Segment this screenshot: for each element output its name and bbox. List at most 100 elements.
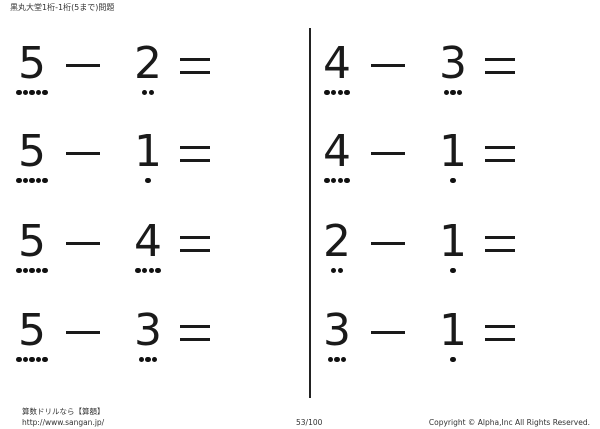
counting-dot (324, 90, 330, 96)
minus-bar (371, 64, 405, 67)
counting-dots (429, 357, 477, 363)
counting-dot (327, 357, 334, 363)
digit: 1 (134, 126, 162, 177)
number-with-dots: 1 (429, 126, 477, 188)
counting-dot (16, 90, 22, 96)
minus-bar (371, 242, 405, 245)
equals-sign (485, 218, 517, 278)
digit: 2 (323, 216, 351, 267)
counting-dots (429, 268, 477, 274)
minus-sign (371, 307, 407, 367)
equals-bar-bottom (180, 159, 210, 162)
counting-dot (151, 357, 158, 363)
minus-bar (66, 152, 100, 155)
number-with-dots: 5 (8, 306, 56, 367)
counting-dot (145, 357, 151, 363)
digit: 3 (439, 38, 467, 89)
column-divider (309, 28, 311, 398)
counting-dot (35, 178, 42, 184)
counting-dot (35, 357, 42, 363)
minus-bar (66, 331, 100, 334)
counting-dot (42, 90, 48, 96)
digit: 5 (18, 216, 46, 267)
counting-dot (344, 178, 350, 184)
counting-dot (142, 90, 148, 96)
counting-dot (16, 268, 22, 274)
counting-dot (29, 357, 35, 363)
number-with-dots: 4 (124, 217, 172, 278)
counting-dots (124, 268, 172, 274)
minus-sign (66, 307, 102, 367)
counting-dot (138, 357, 145, 363)
equals-bar-top (485, 146, 515, 149)
equals-bar-top (485, 325, 515, 328)
number-with-dots: 1 (124, 126, 172, 188)
counting-dots (8, 178, 56, 184)
minus-bar (371, 152, 405, 155)
equals-sign (485, 40, 517, 100)
counting-dot (450, 268, 456, 274)
footer-url-link[interactable]: http://www.sangan.jp/ (22, 418, 105, 427)
number-with-dots: 5 (8, 126, 56, 188)
counting-dot (331, 268, 337, 274)
counting-dot (456, 90, 463, 96)
equals-bar-top (485, 58, 515, 61)
counting-dot (29, 268, 35, 274)
equals-sign (180, 128, 212, 188)
minus-sign (371, 218, 407, 278)
number-with-dots: 2 (124, 38, 172, 100)
equals-bar-top (180, 236, 210, 239)
number-with-dots: 1 (429, 216, 477, 278)
digit: 1 (439, 126, 467, 177)
counting-dot (22, 178, 29, 184)
counting-dot (142, 268, 148, 274)
number-with-dots: 3 (429, 38, 477, 100)
number-with-dots: 4 (313, 39, 361, 100)
equals-bar-top (180, 146, 210, 149)
counting-dot (334, 357, 340, 363)
number-with-dots: 2 (313, 216, 361, 278)
counting-dots (8, 357, 56, 363)
equals-bar-top (485, 236, 515, 239)
counting-dot (22, 357, 29, 363)
counting-dot (450, 90, 456, 96)
number-with-dots: 1 (429, 306, 477, 367)
equals-bar-bottom (485, 71, 515, 74)
counting-dot (443, 90, 450, 96)
counting-dot (42, 178, 48, 184)
counting-dot (337, 268, 343, 274)
equals-bar-bottom (180, 249, 210, 252)
digit: 5 (18, 126, 46, 177)
counting-dot (450, 357, 456, 363)
digit: 4 (323, 126, 351, 177)
digit: 1 (439, 216, 467, 267)
footer-brand[interactable]: 算数ドリルなら【算額】 (22, 407, 105, 416)
equals-bar-bottom (485, 338, 515, 341)
minus-sign (371, 128, 407, 188)
minus-bar (66, 242, 100, 245)
counting-dot (337, 178, 343, 184)
counting-dot (16, 357, 22, 363)
counting-dot (22, 90, 29, 96)
counting-dot (135, 268, 141, 274)
counting-dots (313, 268, 361, 274)
counting-dot (155, 268, 161, 274)
digit: 5 (18, 38, 46, 89)
equals-bar-top (180, 325, 210, 328)
counting-dot (331, 178, 337, 184)
page-number: 53/100 (296, 418, 323, 427)
equals-bar-bottom (485, 159, 515, 162)
equals-bar-bottom (180, 338, 210, 341)
counting-dot (148, 268, 154, 274)
equals-bar-bottom (485, 249, 515, 252)
equals-bar-bottom (180, 71, 210, 74)
equals-sign (180, 218, 212, 278)
digit: 2 (134, 38, 162, 89)
equals-sign (485, 307, 517, 367)
equals-sign (180, 307, 212, 367)
number-with-dots: 3 (124, 306, 172, 367)
